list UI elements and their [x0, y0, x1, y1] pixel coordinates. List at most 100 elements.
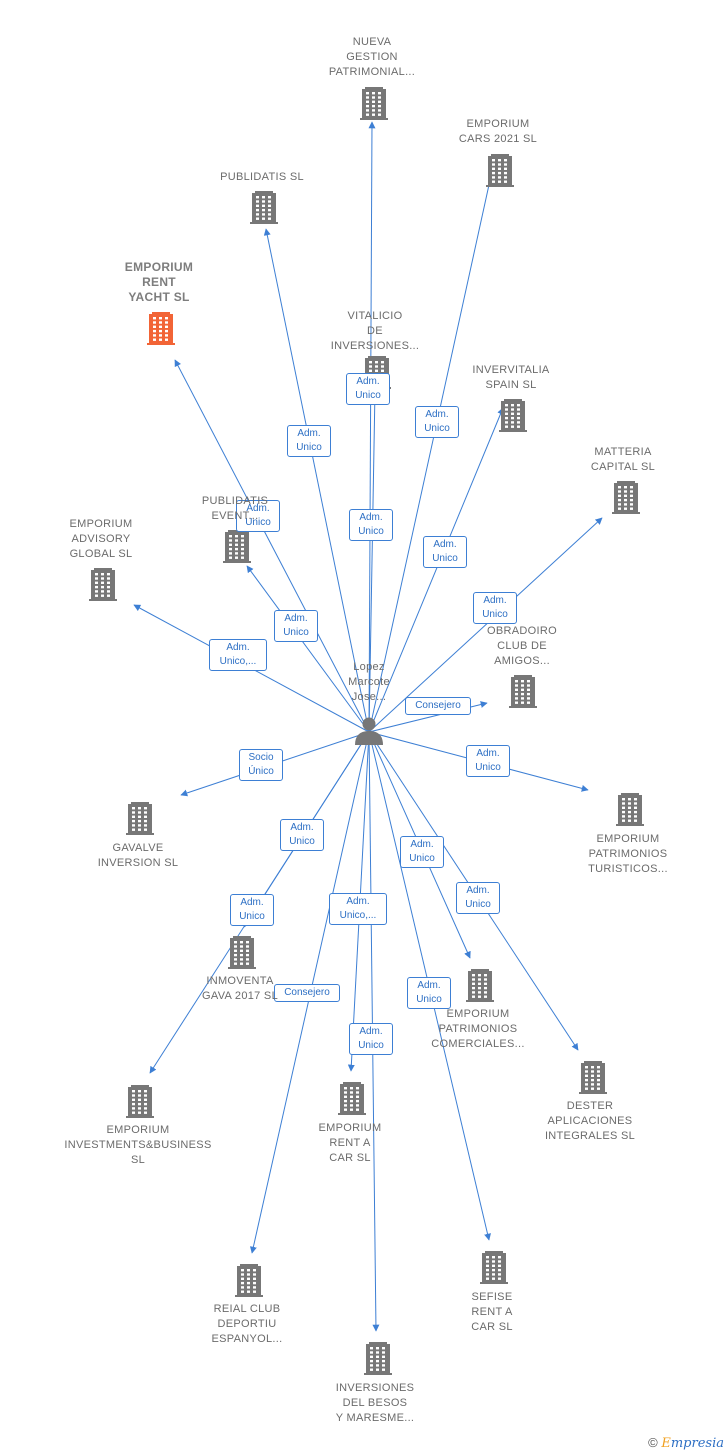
relation-label-line: Unico	[416, 994, 442, 1005]
relation-label-obradoiro[interactable]: Consejero	[405, 696, 471, 715]
edge-yacht	[174, 359, 370, 733]
relation-label-line: Unico	[245, 517, 271, 528]
company-label-line: RENT	[142, 275, 176, 289]
company-label-line: CAR SL	[471, 1321, 513, 1333]
relation-label-line: Adm.	[290, 822, 314, 833]
relation-label-line: Adm.	[433, 539, 457, 550]
relation-label-cars2021[interactable]: Adm. Unico	[415, 406, 459, 438]
building-icon[interactable]	[480, 1251, 508, 1284]
relation-label-line: Adm.	[466, 885, 490, 896]
relation-label-line: Unico	[424, 423, 450, 434]
building-icon[interactable]	[126, 802, 154, 835]
building-icon[interactable]	[228, 936, 256, 969]
relation-label-line: Adm.	[356, 376, 380, 387]
relation-label-comerciales[interactable]: Adm.Unico	[400, 836, 444, 868]
edge-publidatis_ev	[246, 565, 370, 733]
relation-label-inmoventa[interactable]: Adm. Unico	[280, 819, 324, 851]
relation-label-yacht[interactable]: Adm.Unico	[236, 500, 280, 532]
company-label-line: APLICACIONES	[547, 1115, 633, 1127]
building-icon[interactable]	[612, 481, 640, 514]
building-icon[interactable]	[89, 568, 117, 601]
company-label-line: EMPORIUM	[466, 118, 530, 130]
company-label-line: PATRIMONIOS	[588, 848, 668, 860]
company-label-line: ESPANYOL...	[211, 1333, 283, 1345]
relation-label-line: Adm.	[425, 409, 449, 420]
building-icon[interactable]	[509, 675, 537, 708]
company-label-line: EVENT...	[211, 510, 259, 522]
relation-label-line: Unico	[239, 911, 265, 922]
relation-label-line: Adm.	[410, 839, 434, 850]
building-icon[interactable]	[364, 1342, 392, 1375]
relation-label-line: Unico	[289, 836, 315, 847]
relation-label-rentacar[interactable]: Adm.Unico,...	[329, 893, 387, 925]
company-label-line: ADVISORY	[71, 533, 131, 545]
company-label-line: DEL BESOS	[342, 1397, 408, 1409]
relation-label-line: Consejero	[284, 986, 330, 998]
relation-label-turisticos[interactable]: Adm.Unico	[466, 745, 510, 777]
relation-label-advisory[interactable]: Adm.Unico,...	[209, 639, 267, 671]
building-icon[interactable]	[486, 154, 514, 187]
building-icon[interactable]	[223, 530, 251, 563]
relation-label-publidatis_ev[interactable]: Adm.Unico	[274, 610, 318, 642]
relation-label-vitalicio[interactable]: Adm.Unico	[349, 509, 393, 541]
building-icon[interactable]	[147, 312, 175, 345]
edge-nueva	[368, 121, 376, 733]
relation-label-reial[interactable]: Consejero	[274, 983, 340, 1002]
company-label-line: INVERVITALIA	[472, 364, 550, 376]
company-label-line: MATTERIA	[594, 446, 652, 458]
company-label-line: AMIGOS...	[494, 655, 550, 667]
relation-label-investments[interactable]: Adm.Unico	[230, 894, 274, 926]
building-icon[interactable]	[616, 793, 644, 826]
building-icon[interactable]	[360, 87, 388, 120]
relation-label-matteria[interactable]: Adm.Unico	[473, 592, 517, 624]
relation-label-sefise[interactable]: Adm.Unico	[407, 977, 451, 1009]
person-icon[interactable]	[355, 717, 383, 746]
relation-label-invervitalia[interactable]: Adm.Unico	[423, 536, 467, 568]
building-icon[interactable]	[235, 1264, 263, 1297]
company-label-line: EMPORIUM	[124, 260, 194, 274]
company-label-line: SL	[130, 1154, 146, 1166]
building-icon[interactable]	[499, 399, 527, 432]
relation-label-dester[interactable]: Adm.Unico	[456, 882, 500, 914]
company-label-publidatis[interactable]: PUBLIDATIS SL	[187, 170, 337, 185]
company-label-line: GAVALVE	[112, 842, 164, 854]
company-label-line: RENT A	[329, 1137, 371, 1149]
relation-label-line: Unico	[358, 1040, 384, 1051]
building-icon[interactable]	[250, 191, 278, 224]
company-label-line: DE	[367, 325, 383, 337]
footer-brand[interactable]: © Empresia	[648, 1435, 724, 1451]
building-icon[interactable]	[126, 1085, 154, 1118]
relation-label-besos[interactable]: Adm.Unico	[349, 1023, 393, 1055]
building-icon[interactable]	[338, 1082, 366, 1115]
company-label-line: RENT A	[471, 1306, 513, 1318]
company-label-line: PATRIMONIAL...	[328, 66, 416, 78]
relation-label-publidatis[interactable]: Adm.Unico	[287, 425, 331, 457]
relation-label-nueva[interactable]: Adm.Unico	[346, 373, 390, 405]
building-icon[interactable]	[579, 1061, 607, 1094]
building-icon[interactable]	[466, 969, 494, 1002]
company-label-line: CLUB DE	[497, 640, 547, 652]
person-name-line: Lopez	[353, 661, 385, 673]
edge-invervitalia	[368, 407, 504, 733]
